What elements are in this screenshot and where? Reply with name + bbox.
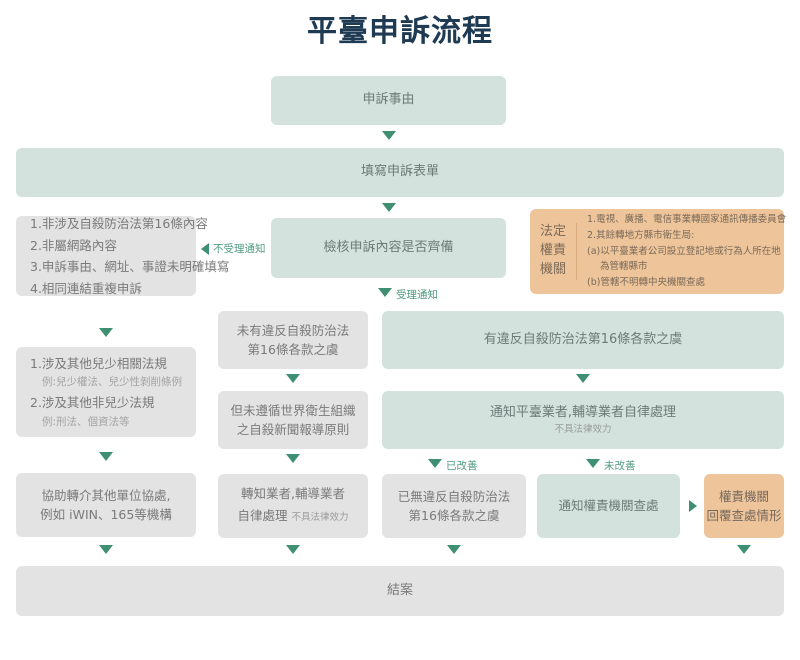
arrow-down-icon [99, 452, 113, 461]
node-referral-line2: 例如 iWIN、165等機構 [40, 507, 172, 522]
arrow-down-icon [576, 374, 590, 383]
node-not-following-who-line1: 但未遵循世界衛生組織 [230, 402, 356, 418]
reject-reason-item: 2.非屬網路內容 [30, 237, 117, 253]
arrow-down-icon [286, 545, 300, 554]
node-review-complete[interactable]: 檢核申訴內容是否齊備 [271, 218, 506, 278]
reject-reason-item: 4.相同連結重複申訴 [30, 280, 142, 296]
statutory-authority-item: 1.電視、廣播、電信事業轉國家通訊傳播委員會 [587, 213, 787, 225]
node-inform-operator[interactable]: 轉知業者,輔導業者 自律處理不具法律效力 [218, 474, 368, 538]
statutory-authority-list: 1.電視、廣播、電信事業轉國家通訊傳播委員會 2.其餘轉地方縣市衛生局: (a)… [577, 212, 786, 292]
node-notify-authority-label: 通知權責機關查處 [558, 498, 659, 514]
node-inform-operator-note: 不具法律效力 [291, 512, 349, 524]
page-title: 平臺申訴流程 [307, 14, 493, 49]
other-law-item: 1.涉及其他兒少相關法規 [30, 355, 167, 371]
statutory-authority-item: 2.其餘轉地方縣市衛生局: [587, 229, 695, 241]
node-has-violation[interactable]: 有違反自殺防治法第16條各款之虞 [382, 311, 784, 369]
other-law-item: 2.涉及其他非兒少法規 [30, 395, 155, 410]
node-fill-form-label: 填寫申訴表單 [360, 164, 439, 180]
node-no-longer-violation[interactable]: 已無違反自殺防治法 第16條各款之虞 [382, 474, 526, 538]
arrow-down-icon [586, 459, 600, 468]
node-appeal-reason-label: 申訴事由 [362, 92, 415, 108]
statutory-authority-label-line: 權責 [540, 243, 567, 259]
arrow-down-icon [382, 203, 396, 212]
node-notify-platform-note: 不具法律效力 [554, 423, 612, 435]
node-authority-reply-line1: 權責機關 [718, 488, 769, 504]
node-notify-platform[interactable]: 通知平臺業者,輔導業者自律處理 不具法律效力 [382, 391, 784, 449]
reject-reason-item: 3.申訴事由、網址、事證未明確填寫 [30, 259, 230, 274]
node-appeal-reason[interactable]: 申訴事由 [271, 76, 506, 125]
reject-reason-item: 1.非涉及自殺防治法第16條內容 [30, 216, 208, 231]
node-review-complete-label: 檢核申訴內容是否齊備 [323, 239, 454, 255]
other-law-item-sub: 例:兒少權法、兒少性剝削條例 [42, 376, 183, 389]
arrow-down-icon [382, 131, 396, 140]
arrow-down-icon [428, 459, 442, 468]
node-no-violation-line2: 第16條各款之虞 [247, 342, 339, 357]
arrow-down-icon [737, 545, 751, 554]
node-referral-line1: 協助轉介其他單位協處, [41, 487, 171, 503]
node-other-laws[interactable]: 1.涉及其他兒少相關法規 例:兒少權法、兒少性剝削條例 2.涉及其他非兒少法規 … [16, 347, 196, 437]
node-authority-reply[interactable]: 權責機關 回覆查處情形 [704, 474, 784, 538]
node-no-longer-violation-line1: 已無違反自殺防治法 [397, 488, 511, 504]
node-no-violation[interactable]: 未有違反自殺防治法 第16條各款之虞 [218, 311, 368, 369]
node-not-following-who-line2: 之自殺新聞報導原則 [236, 422, 350, 437]
node-inform-operator-line1: 轉知業者,輔導業者 [241, 485, 345, 501]
statutory-authority-item: (b)管轄不明轉中央機關查處 [587, 277, 705, 289]
statutory-authority-item: 為管轄縣市 [600, 261, 648, 273]
node-has-violation-label: 有違反自殺防治法第16條各款之虞 [483, 331, 683, 347]
arrow-right-icon [689, 500, 697, 512]
node-no-longer-violation-line2: 第16條各款之虞 [408, 508, 500, 523]
node-close-case-label: 結案 [386, 582, 413, 598]
node-statutory-authority[interactable]: 法定 權責 機關 1.電視、廣播、電信事業轉國家通訊傳播委員會 2.其餘轉地方縣… [530, 209, 786, 294]
node-referral[interactable]: 協助轉介其他單位協處, 例如 iWIN、165等機構 [16, 473, 196, 537]
arrow-down-icon [378, 288, 392, 297]
arrow-down-icon [99, 545, 113, 554]
node-inform-operator-line2-wrap: 自律處理不具法律效力 [237, 503, 348, 528]
statutory-authority-label-line: 法定 [540, 224, 567, 240]
edge-label-improved: 已改善 [446, 460, 478, 472]
edge-label-not-accepted: 不受理通知 [213, 243, 266, 255]
node-not-following-who[interactable]: 但未遵循世界衛生組織 之自殺新聞報導原則 [218, 391, 368, 449]
edge-label-accepted: 受理通知 [396, 289, 438, 301]
arrow-left-icon [201, 243, 209, 255]
statutory-authority-item: (a)以平臺業者公司設立登記地或行為人所在地 [587, 245, 781, 257]
other-law-item-sub: 例:刑法、個資法等 [42, 415, 130, 428]
node-authority-reply-line2: 回覆查處情形 [706, 508, 782, 523]
node-reject-reasons[interactable]: 1.非涉及自殺防治法第16條內容 2.非屬網路內容 3.申訴事由、網址、事證未明… [16, 216, 229, 296]
node-notify-platform-label: 通知平臺業者,輔導業者自律處理 [489, 404, 677, 420]
edge-label-not-improved: 未改善 [604, 460, 636, 472]
arrow-down-icon [447, 545, 461, 554]
arrow-down-icon [286, 374, 300, 383]
arrow-down-icon [99, 328, 113, 337]
statutory-authority-label: 法定 權責 機關 [540, 223, 578, 280]
arrow-down-icon [286, 454, 300, 463]
node-notify-authority[interactable]: 通知權責機關查處 [537, 474, 680, 538]
node-inform-operator-line2: 自律處理 [237, 508, 288, 524]
node-no-violation-line1: 未有違反自殺防治法 [236, 322, 350, 338]
node-close-case[interactable]: 結案 [16, 566, 784, 616]
node-fill-form[interactable]: 填寫申訴表單 [16, 148, 784, 197]
statutory-authority-label-line: 機關 [540, 261, 567, 277]
